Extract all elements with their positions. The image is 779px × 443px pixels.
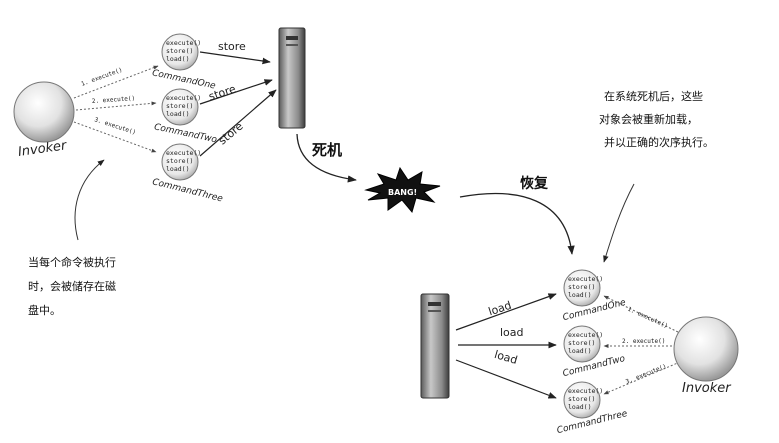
- invoker-top-label: Invoker: [17, 138, 69, 160]
- bang-label: BANG!: [388, 188, 417, 197]
- store-arrows: [199, 51, 277, 157]
- method-execute: execute(): [568, 387, 603, 395]
- call-three-top: 3. execute(): [93, 116, 136, 136]
- restore-label: 恢复: [520, 175, 549, 192]
- invoker-top: Invoker: [13, 81, 75, 160]
- bang-burst: BANG!: [364, 166, 441, 214]
- method-load: load(): [166, 55, 189, 63]
- store-label-three: store: [216, 119, 246, 147]
- note-left-line-1: 当每个命令被执行: [28, 255, 116, 269]
- command-one-top-label: CommandOne: [151, 68, 217, 91]
- note-right-arrow: [603, 183, 635, 263]
- load-arrows: [455, 293, 557, 399]
- method-store: store(): [166, 47, 193, 55]
- method-execute: execute(): [568, 331, 603, 339]
- command-three-top-label: CommandThree: [151, 177, 224, 204]
- command-three-top: execute() store() load() CommandThree: [151, 143, 224, 205]
- note-right-line-3: 并以正确的次序执行。: [604, 135, 714, 149]
- method-load: load(): [166, 165, 189, 173]
- call-one-top: 1. execute(): [80, 66, 123, 87]
- method-execute: execute(): [568, 275, 603, 283]
- method-execute: execute(): [166, 39, 201, 47]
- method-load: load(): [568, 291, 591, 299]
- call-one-bottom: 1. execute(): [626, 306, 668, 330]
- load-label-three: load: [493, 348, 519, 367]
- method-load: load(): [166, 110, 189, 118]
- note-right-line-1: 在系统死机后，这些: [604, 89, 703, 103]
- crash-label: 死机: [312, 141, 342, 159]
- note-left-line-3: 盘中。: [28, 303, 61, 317]
- note-left-arrow: [74, 159, 105, 241]
- note-left-line-2: 时，会被储存在磁: [28, 279, 116, 293]
- note-right-line-2: 对象会被重新加载，: [599, 112, 698, 126]
- invoker-bottom-label: Invoker: [682, 381, 732, 396]
- call-two-bottom: 2. execute(): [622, 338, 665, 345]
- call-two-top: 2. execute(): [92, 95, 136, 105]
- call-three-bottom: 3. execute(): [625, 363, 668, 386]
- execute-arrows-bottom: [603, 295, 681, 395]
- load-label-two: load: [500, 326, 524, 339]
- crash-arrow: [296, 133, 357, 183]
- method-store: store(): [568, 339, 595, 347]
- restore-arrow: [459, 192, 575, 255]
- load-label-one: load: [487, 299, 513, 319]
- server-bottom: [420, 293, 450, 399]
- command-two-top-label: CommandTwo: [153, 122, 218, 145]
- server-top: [278, 27, 306, 129]
- method-store: store(): [568, 283, 595, 291]
- command-two-bottom: execute() store() load() CommandTwo: [562, 325, 627, 379]
- store-label-one: store: [218, 40, 246, 53]
- method-load: load(): [568, 403, 591, 411]
- invoker-bottom: Invoker: [673, 316, 739, 396]
- command-three-bottom: execute() store() load() CommandThree: [556, 381, 629, 436]
- method-store: store(): [166, 157, 193, 165]
- command-one-bottom: execute() store() load() CommandOne: [562, 269, 627, 323]
- method-load: load(): [568, 347, 591, 355]
- method-store: store(): [166, 102, 193, 110]
- method-store: store(): [568, 395, 595, 403]
- method-execute: execute(): [166, 94, 201, 102]
- method-execute: execute(): [166, 149, 201, 157]
- execute-arrows-top: [73, 65, 159, 153]
- command-one-top: execute() store() load() CommandOne: [151, 33, 217, 92]
